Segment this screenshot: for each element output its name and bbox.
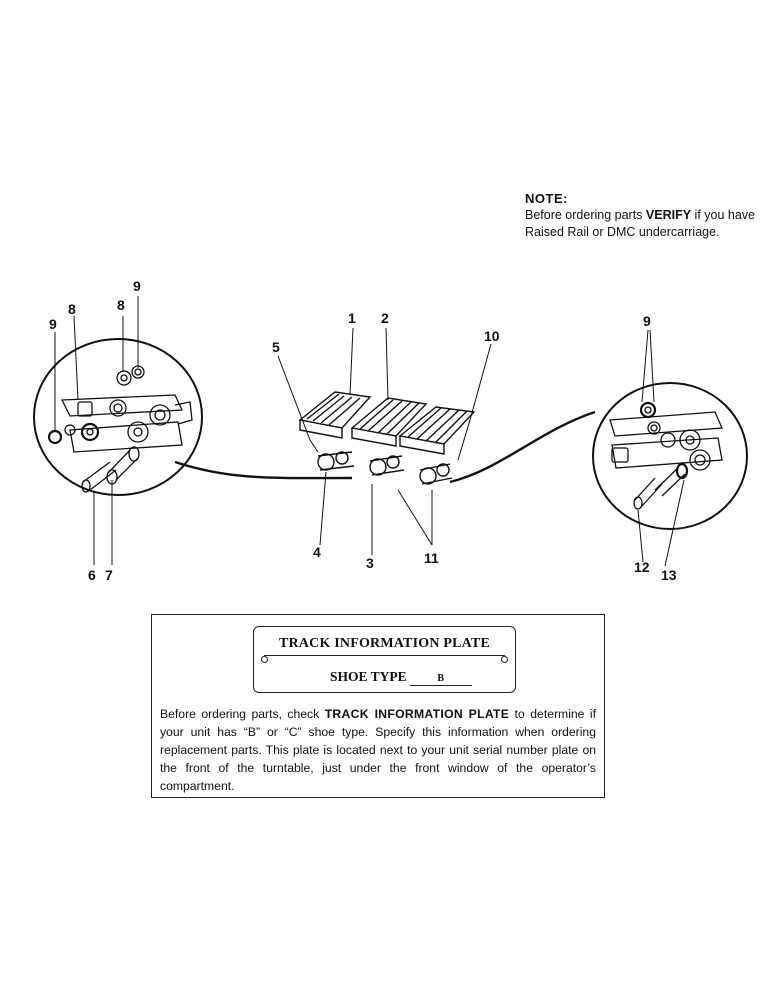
callout-4: 4 [313,544,321,560]
callout-11: 11 [424,550,439,566]
callout-9-top: 9 [133,278,141,294]
right-detail-circle [592,382,748,530]
leader-lines [54,296,685,567]
shoe-type-value: B [409,673,472,686]
callout-13: 13 [661,567,677,583]
plate-mounting-hole-left [261,656,268,663]
right-detail-parts [609,401,723,510]
note-text: Before ordering parts VERIFY if you have… [525,208,755,239]
callout-5: 5 [272,339,280,355]
plate-divider [264,655,505,656]
callout-9-right: 9 [643,313,651,329]
note-block: NOTE: Before ordering parts VERIFY if yo… [525,190,760,241]
note-title: NOTE: [525,191,568,206]
callout-3: 3 [366,555,374,571]
callout-6: 6 [88,567,96,583]
callouts-center: 1 2 5 10 4 3 11 [272,310,500,571]
plate-mounting-hole-right [501,656,508,663]
left-detail-parts [47,365,193,493]
callout-10: 10 [484,328,500,344]
info-instructions: Before ordering parts, check TRACK INFOR… [160,707,596,793]
callout-2: 2 [381,310,389,326]
callouts-right: 9 12 13 [634,313,677,583]
left-detail-circle [33,338,203,496]
callout-12: 12 [634,559,650,575]
callout-8-left: 8 [68,301,76,317]
track-shoes [298,391,476,485]
right-connector-curve [449,410,596,484]
callout-1: 1 [348,310,356,326]
callout-7: 7 [105,567,113,583]
callout-8-right: 8 [117,297,125,313]
callout-9-left: 9 [49,316,57,332]
plate-title: TRACK INFORMATION PLATE [279,636,490,651]
callouts-left: 9 8 8 9 6 7 [49,278,141,583]
left-connector-curve [174,460,353,480]
shoe-type-label: SHOE TYPE [330,669,407,684]
